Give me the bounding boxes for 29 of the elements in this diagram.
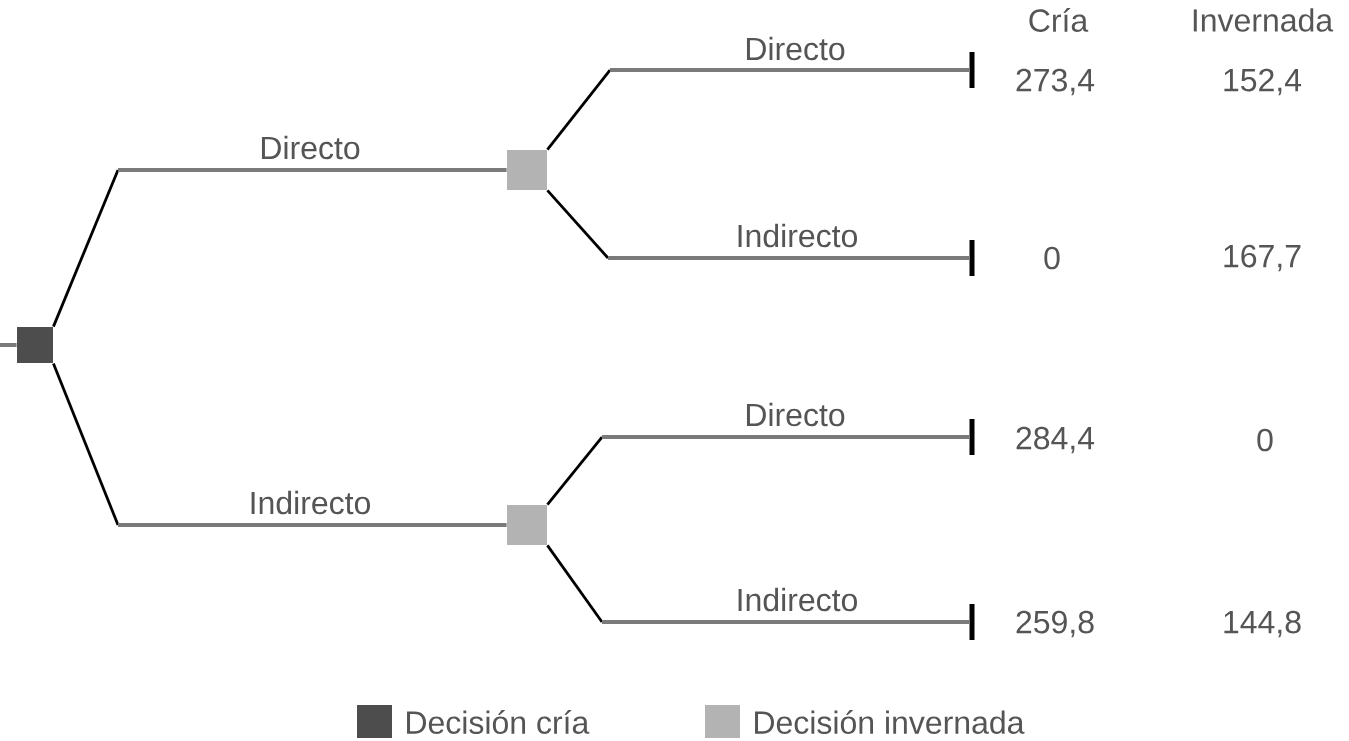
branch-line	[546, 544, 970, 624]
payoff-value: 273,4	[1016, 68, 1095, 96]
stub-line	[0, 343, 17, 347]
decision-square	[507, 505, 547, 545]
terminal-bar	[969, 240, 975, 276]
payoff-value: 152,4	[1224, 68, 1302, 96]
branch-line	[546, 189, 970, 260]
decision-square	[17, 327, 53, 363]
branch-line	[52, 362, 507, 527]
edge-label: Directo	[261, 135, 360, 160]
payoff-value: 0	[1044, 246, 1060, 270]
edge-label: Indirecto	[251, 490, 370, 515]
legend-text: Decisión cría	[407, 710, 590, 734]
edge-label: Directo	[746, 36, 845, 61]
payoff-value: 144,8	[1224, 610, 1301, 638]
payoff-value: 0	[1257, 428, 1273, 452]
payoff-value: 167,7	[1224, 244, 1301, 272]
terminal-bar	[969, 52, 975, 88]
edge-label: Indirecto	[738, 223, 857, 248]
edge-label: Directo	[746, 402, 845, 427]
legend-text: Decisión invernada	[755, 710, 1025, 734]
terminal-bar	[969, 604, 975, 640]
branch-line	[546, 435, 970, 506]
branch-line	[546, 68, 970, 151]
terminal-bar	[969, 419, 975, 455]
decision-square	[507, 150, 547, 190]
branch-line	[52, 168, 507, 328]
edge-label: Indirecto	[738, 587, 857, 612]
column-header: Invernada	[1193, 8, 1334, 32]
